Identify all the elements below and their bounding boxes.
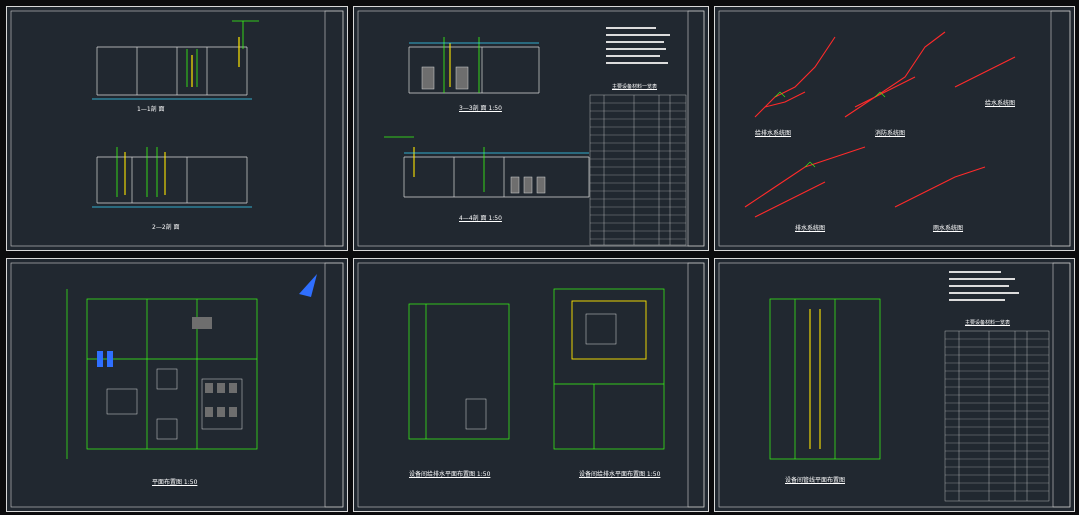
equipment-room-plan-drawing: [357, 262, 705, 508]
system-label-b: 消防系统图: [875, 130, 906, 137]
floor-plan-drawing: [10, 262, 344, 508]
section-4-4-label: 4—4剖 面 1:50: [459, 215, 502, 222]
section-3-3-label: 3—3剖 面 1:50: [459, 105, 502, 112]
drawing-sheet-3[interactable]: 给排水系统图 消防系统图 给水系统图 排水系统图 雨水系统图: [714, 6, 1075, 251]
drawing-sheet-5[interactable]: 设备间给排水平面布置图 1:50 设备间给排水平面布置图 1:50: [353, 258, 709, 512]
equipment-plan-label-b: 设备间给排水平面布置图 1:50: [579, 471, 661, 478]
drawing-sheet-1[interactable]: 1—1剖 面 2—2剖 面: [6, 6, 348, 251]
section-3-4-drawing: [357, 10, 705, 247]
table-title: 主要设备材料一览表: [612, 84, 658, 90]
plan-label: 平面布置图 1:50: [152, 479, 198, 486]
system-label-c: 给水系统图: [985, 100, 1016, 107]
system-label-e: 雨水系统图: [933, 225, 964, 232]
drawing-sheet-4[interactable]: 平面布置图 1:50: [6, 258, 348, 512]
svg-text:2—2剖 面: 2—2剖 面: [152, 223, 180, 231]
pipeline-table-title: 主要设备材料一览表: [965, 320, 1011, 326]
system-label-a: 给排水系统图: [755, 130, 792, 137]
section-1-1-drawing: 1—1剖 面 2—2剖 面: [10, 10, 344, 247]
system-label-d: 排水系统图: [795, 225, 826, 232]
pipeline-plan-label: 设备间管线平面布置图: [785, 477, 846, 484]
system-isometric-drawing: [718, 10, 1071, 247]
pipeline-plan-drawing: [718, 262, 1071, 508]
drawing-sheet-6[interactable]: 设备间管线平面布置图 主要设备材料一览表: [714, 258, 1075, 512]
drawing-sheet-2[interactable]: 3—3剖 面 1:50 4—4剖 面 1:50 主要设备材料一览表: [353, 6, 709, 251]
equipment-plan-label-a: 设备间给排水平面布置图 1:50: [409, 471, 491, 478]
svg-text:1—1剖 面: 1—1剖 面: [137, 105, 165, 113]
